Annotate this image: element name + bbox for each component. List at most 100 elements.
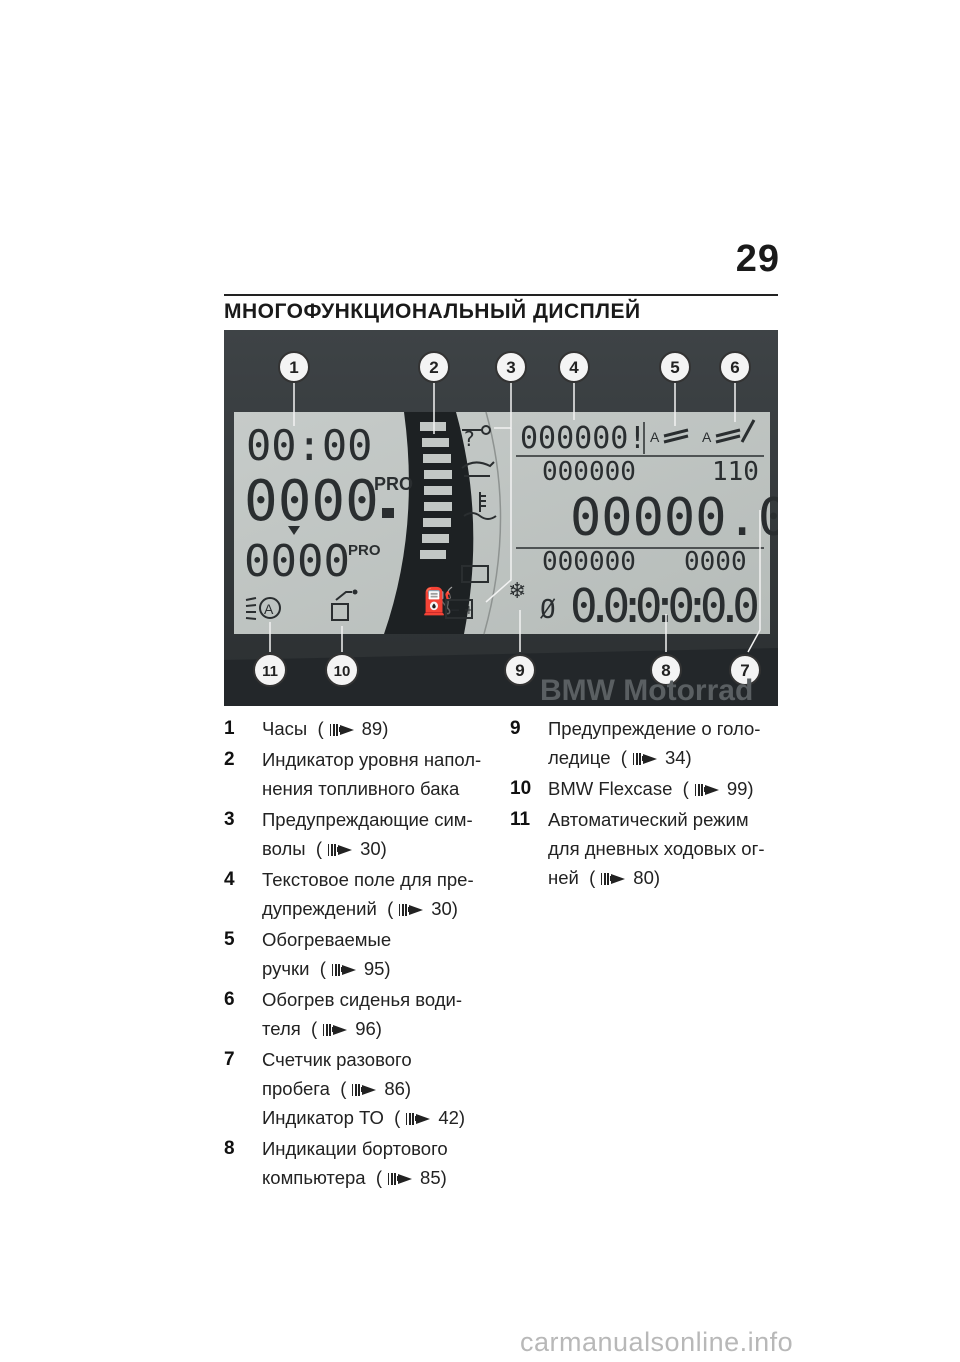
page-reference-number: 30): [360, 838, 387, 859]
svg-text:1: 1: [289, 358, 298, 377]
page-reference-arrow-icon: [328, 844, 354, 856]
legend-item-5: 5 Обогреваемые ручки (95): [224, 925, 494, 983]
oil-can-icon: [461, 461, 495, 477]
legend-item-1: 1 Часы (89): [224, 714, 494, 743]
page-reference: (99): [682, 778, 754, 799]
page-reference-arrow-icon: [388, 1173, 414, 1185]
page-reference-arrow-icon: [329, 724, 356, 736]
legend-item-number: 3: [224, 809, 235, 830]
rpm-readout: 0000: [244, 536, 350, 587]
legend-item-text: Индикатор уровня напол-нения топливного …: [262, 745, 494, 803]
callout-3: 3: [495, 351, 527, 383]
page-reference-number: 89): [361, 718, 389, 739]
field-c-readout: 000000: [542, 547, 636, 577]
callout-8: 8: [650, 654, 682, 686]
legend-item-text: Часы (89): [262, 714, 494, 743]
legend-item-line: Автоматический режим: [548, 809, 749, 830]
svg-text:10: 10: [334, 663, 351, 680]
callout-11: 11: [253, 653, 287, 687]
callouts: 1 2 3 4 5 6 7 8 9 10 11: [253, 351, 761, 687]
legend-item-text: Предупреждение о голо-ледице (34): [548, 714, 778, 772]
speed-mode-label: PRO: [374, 474, 413, 494]
bezel-bottom: [224, 648, 778, 706]
panel-separator: [483, 411, 502, 635]
legend-item-number: 8: [224, 1138, 235, 1159]
legend-item-2: 2 Индикатор уровня напол-нения топливного…: [224, 745, 494, 803]
svg-text:11: 11: [262, 663, 278, 680]
trip-readout: 0.0:0:0:0.0: [570, 579, 760, 633]
svg-text:6: 6: [730, 358, 739, 377]
warning-symbols: ? − + ❄: [445, 425, 526, 619]
legend-item-number: 1: [224, 718, 235, 739]
lcd-panel: [234, 412, 770, 634]
svg-text:4: 4: [569, 358, 579, 377]
legend-item-3: 3 Предупреждающие сим-волы (30): [224, 805, 494, 863]
svg-text:3: 3: [506, 358, 515, 377]
legend-item-text: Автоматический режим для дневных ходовых …: [548, 805, 778, 892]
legend-item-9: 9 Предупреждение о голо-ледице (34): [510, 714, 778, 772]
page-reference-number: 99): [726, 778, 754, 799]
legend-item-text: Обогреваемые ручки (95): [262, 925, 494, 983]
page-reference: (86): [340, 1078, 412, 1099]
legend-item-line: дупреждений: [262, 898, 377, 919]
page-reference: (30): [387, 898, 458, 919]
key-icon: ?: [464, 427, 475, 451]
legend-item-number: 5: [224, 929, 235, 950]
clock-readout: 00:00: [246, 421, 372, 470]
legend-item-extra: Индикатор ТО: [262, 1107, 384, 1128]
callout-4: 4: [558, 351, 590, 383]
legend-left: 1 Часы (89) 2 Индикатор уровня напол-нения …: [224, 714, 494, 1194]
page-reference: (95): [319, 958, 391, 979]
legend-item-text: Текстовое поле для пре-дупреждений (30): [262, 865, 494, 923]
seat-heat-label: A: [702, 429, 712, 445]
page-reference-arrow-icon: [406, 1113, 432, 1125]
legend-item-number: 10: [510, 778, 532, 799]
battery-icon: [445, 599, 473, 619]
callout-7: 7: [729, 654, 761, 686]
legend-item-line: компьютера: [262, 1167, 366, 1188]
page-reference-number: 86): [384, 1078, 412, 1099]
rpm-mode-label: PRO: [348, 542, 381, 559]
page-reference-number: 85): [420, 1167, 447, 1188]
legend-item-line: для дневных ходовых ог-: [548, 838, 765, 859]
fuel-pump-icon: ⛽: [422, 586, 454, 617]
legend-item-text: BMW Flexcase (99): [548, 774, 778, 803]
legend-item-line: Часы: [262, 718, 308, 739]
page-reference-arrow-icon: [352, 1084, 378, 1096]
page-reference: (34): [620, 747, 692, 768]
flexcase-icon: [331, 589, 358, 621]
legend-item-line: Обогрев сиденья води-: [262, 989, 463, 1010]
daytime-lights-auto-icon: A: [245, 597, 281, 620]
snowflake-icon: ❄: [508, 579, 526, 604]
svg-text:7: 7: [740, 661, 749, 680]
legend-item-text: Предупреждающие сим-волы (30): [262, 805, 494, 863]
page-reference-number: 30): [431, 898, 458, 919]
page-reference-number: 95): [363, 958, 391, 979]
page-reference-arrow-icon: [694, 784, 721, 796]
legend-item-number: 2: [224, 749, 235, 770]
page-reference: (85): [375, 1167, 447, 1188]
down-arrow-icon: [288, 526, 300, 535]
field-a-readout: 000000: [542, 457, 636, 487]
page-reference-arrow-icon: [601, 873, 627, 885]
page-reference: (42): [394, 1107, 466, 1128]
speed-readout: 0000: [244, 469, 379, 534]
page-reference-number: 96): [355, 1018, 382, 1039]
legend-item-line: Предупреждение о голо-: [548, 718, 761, 739]
brand-watermark: BMW Motorrad: [540, 674, 753, 706]
svg-text:2: 2: [429, 358, 438, 377]
page-reference-number: 42): [438, 1107, 466, 1128]
page-reference-number: 34): [664, 747, 692, 768]
legend-item-line: нения топливного бака: [262, 778, 460, 799]
legend-item-line: Обогреваемые ручки: [262, 929, 392, 979]
legend-item-line: ледице: [548, 747, 611, 768]
legend-item-line: ней: [548, 867, 579, 888]
legend-item-number: 9: [510, 718, 521, 739]
display-figure: ⛽ 00:00 0000 0000 PRO PRO A ? − + ❄ 0000…: [224, 330, 778, 706]
legend-item-line: Предупреждающие сим-: [262, 809, 473, 830]
fuel-level-bars: [420, 422, 452, 559]
